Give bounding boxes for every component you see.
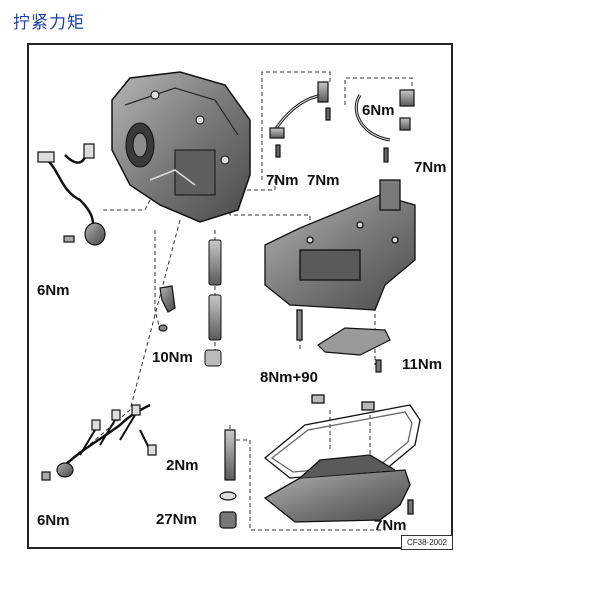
oil-filter [317, 327, 391, 373]
torque-harness-bottom-bolt: 6Nm [37, 512, 70, 529]
torque-oil-pan-bolt: 7Nm [374, 517, 407, 534]
leader-lines [59, 71, 413, 531]
overflow-tube [219, 429, 237, 529]
wiring-harness-upper [37, 143, 106, 246]
figure-reference: CF38-2002 [401, 535, 453, 550]
torque-drain-plug: 27Nm [156, 511, 197, 528]
oil-pan [263, 454, 414, 523]
torque-sensor-right-top: 6Nm [362, 102, 395, 119]
torque-sensor-right-bolt: 7Nm [414, 159, 447, 176]
torque-sensor-bolt-mid: 7Nm [307, 172, 340, 189]
wiring-harness-lower [41, 403, 157, 481]
guide-piece [158, 285, 176, 332]
valve-body [264, 179, 416, 341]
torque-guide-bolt: 10Nm [152, 349, 193, 366]
torque-valve-body-bolt: 8Nm+90 [260, 369, 318, 386]
transmission-housing [111, 71, 251, 223]
diagram-frame [27, 43, 453, 549]
speed-sensor-right [354, 89, 415, 163]
speed-sensor-left [269, 81, 331, 158]
torque-harness-left-bolt: 6Nm [37, 282, 70, 299]
torque-sensor-bolt-left: 7Nm [266, 172, 299, 189]
torque-filter-bolt: 11Nm [402, 356, 443, 373]
page-title: 拧紧力矩 [13, 13, 85, 33]
torque-overflow-tube: 2Nm [166, 457, 199, 474]
springs [204, 239, 222, 367]
